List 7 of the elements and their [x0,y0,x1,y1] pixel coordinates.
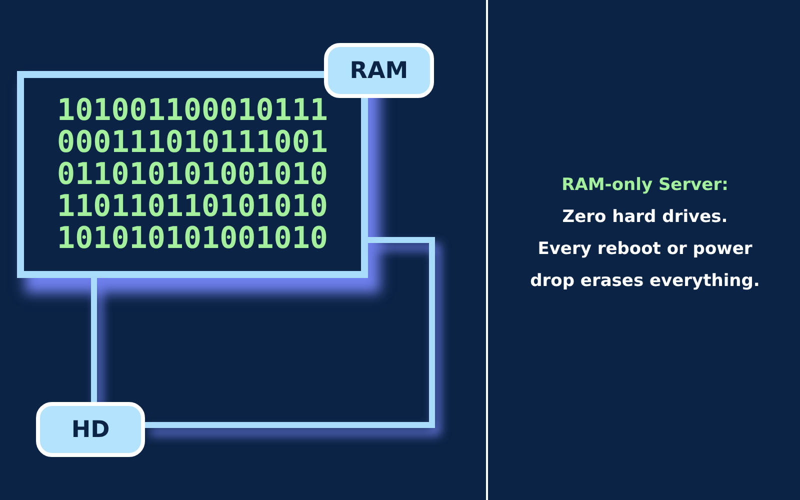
connector-line [145,237,435,428]
body-text: Zero hard drives. [562,206,728,229]
body-text: Every reboot or power drop erases everything. [529,238,761,293]
connector-line [91,278,97,402]
heading-text: RAM-only Server: [562,174,728,197]
label-tag: RAM [324,43,434,98]
label-tag: HD [36,402,145,457]
